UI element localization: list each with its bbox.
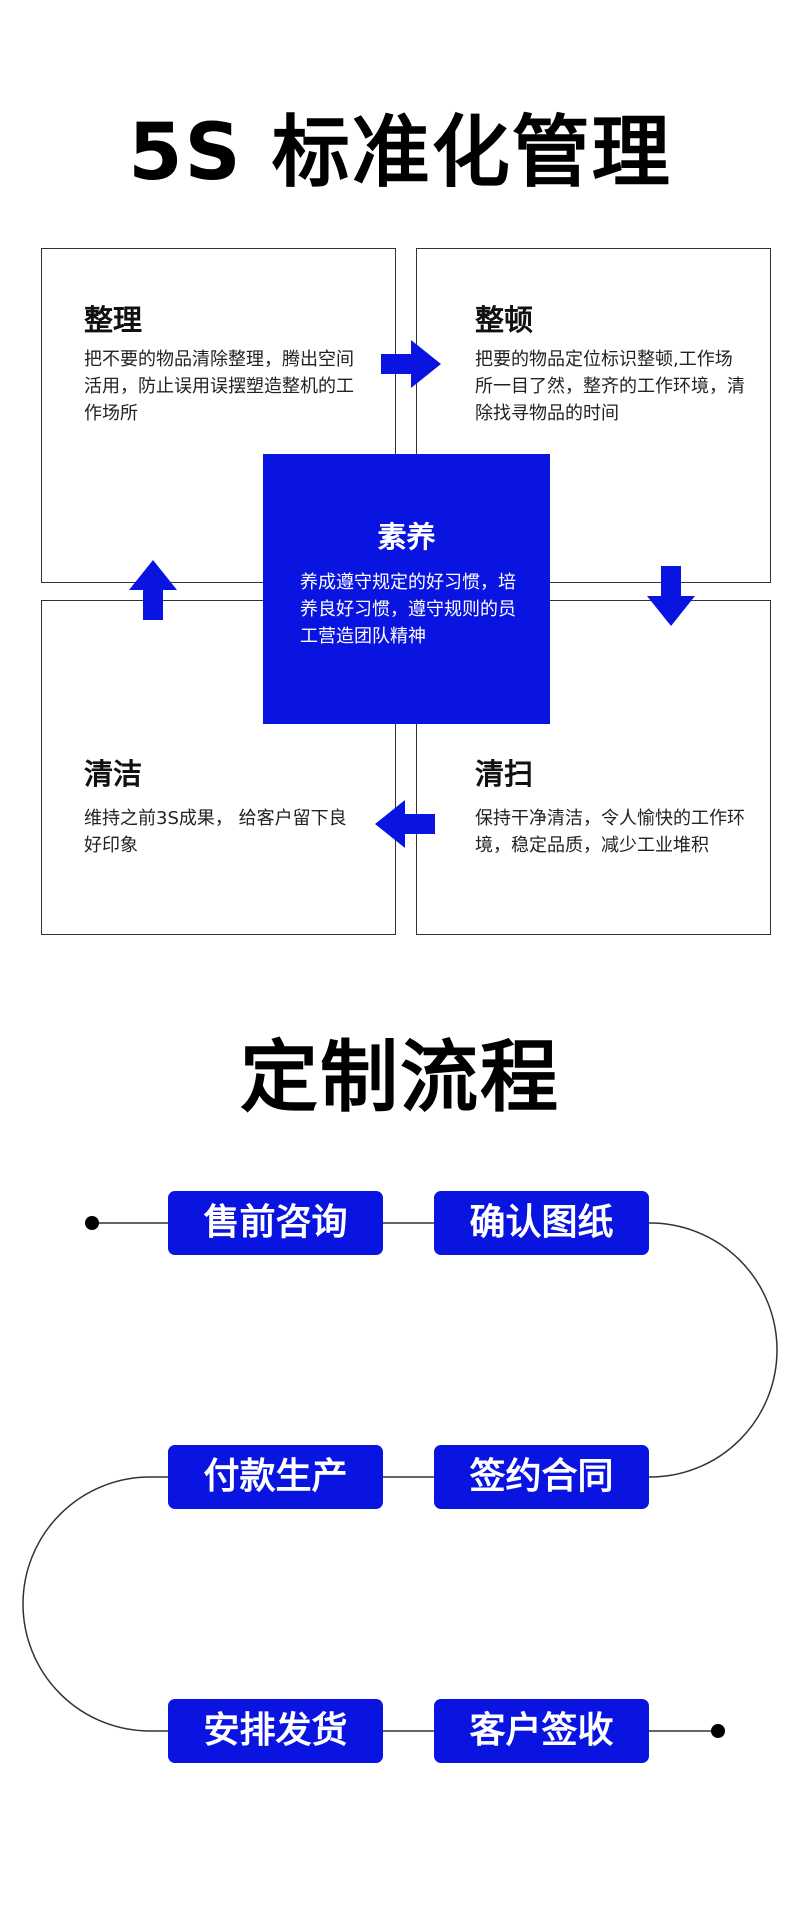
flow-start-dot xyxy=(85,1216,99,1230)
card-seiketsu-text: 维持之前3S成果， 给客户留下良好印象 xyxy=(84,808,347,856)
step-arrange-shipment: 安排发货 xyxy=(168,1699,383,1763)
card-seiton-title: 整顿 xyxy=(475,303,534,337)
card-shitsuke-text: 养成遵守规定的好习惯，培养良好习惯，遵守规则的员工营造团队精神 xyxy=(300,572,516,647)
step-payment-production: 付款生产 xyxy=(168,1445,383,1509)
arrow-right-icon xyxy=(381,340,441,388)
flow-connector xyxy=(22,1216,778,1738)
card-seiton-text: 把要的物品定位标识整顿,工作场所一目了然，整齐的工作环境，清除找寻物品的时间 xyxy=(475,349,745,424)
card-seiketsu-title: 清洁 xyxy=(84,757,143,791)
step-presale-consult: 售前咨询 xyxy=(168,1191,383,1255)
arrow-left-icon xyxy=(375,800,435,848)
flow-end-dot xyxy=(711,1724,725,1738)
card-seiso-text: 保持干净清洁，令人愉快的工作环境，稳定品质，减少工业堆积 xyxy=(475,808,745,856)
arrow-up-icon xyxy=(129,560,177,620)
card-shitsuke: 素养 养成遵守规定的好习惯，培养良好习惯，遵守规则的员工营造团队精神 xyxy=(263,454,550,724)
section-title: 定制流程 xyxy=(239,1033,560,1123)
step-confirm-drawing: 确认图纸 xyxy=(434,1191,649,1255)
arrow-down-icon xyxy=(647,566,695,626)
page-title: 5S 标准化管理 xyxy=(128,108,672,198)
card-seiri: 整理 把不要的物品清除整理，腾出空间活用，防止误用误摆塑造整机的工作场所 xyxy=(41,248,396,583)
card-seiri-text: 把不要的物品清除整理，腾出空间活用，防止误用误摆塑造整机的工作场所 xyxy=(84,349,354,424)
card-seiso-title: 清扫 xyxy=(475,757,534,791)
step-customer-receipt: 客户签收 xyxy=(434,1699,649,1763)
card-shitsuke-title: 素养 xyxy=(377,520,436,554)
card-seiri-title: 整理 xyxy=(84,303,143,337)
step-sign-contract: 签约合同 xyxy=(434,1445,649,1509)
